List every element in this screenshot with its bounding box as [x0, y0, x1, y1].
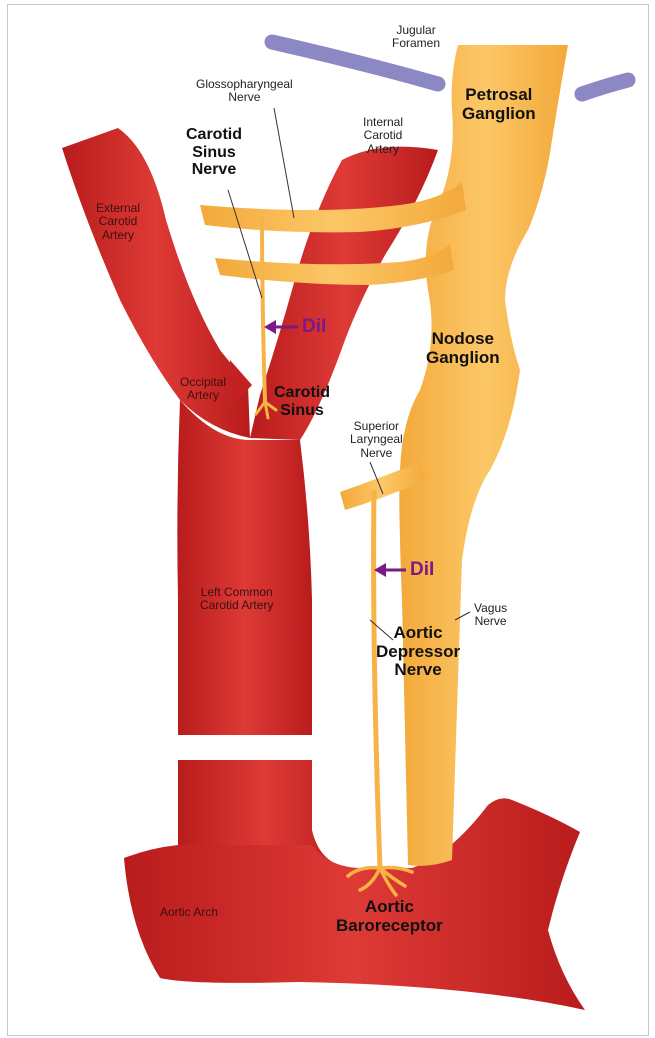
label-dil-lower: DiI	[410, 559, 434, 580]
jugular-foramen-right	[582, 80, 628, 94]
leader-glossopharyngeal	[274, 108, 294, 218]
leader-carotid-sinus-nerve	[228, 190, 262, 298]
label-aortic-arch: Aortic Arch	[160, 906, 218, 919]
carotid-sinus-nerve-fiber	[262, 218, 265, 402]
left-common-carotid-artery	[177, 400, 312, 735]
label-dil-upper: DiI	[302, 316, 326, 337]
dil-arrow-upper-head	[264, 320, 276, 334]
